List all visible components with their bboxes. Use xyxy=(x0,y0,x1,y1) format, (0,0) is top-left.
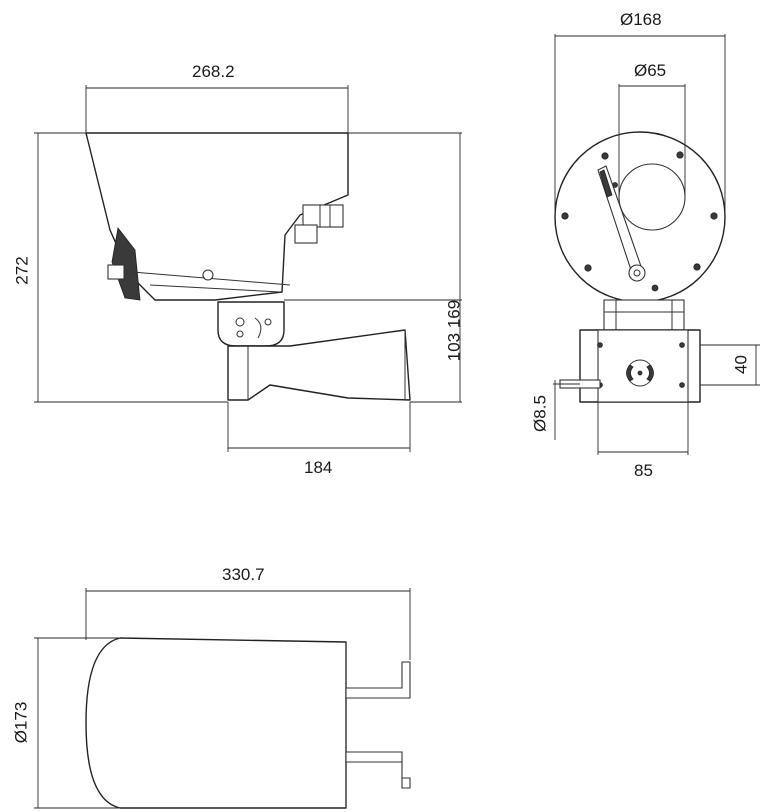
dim-window-diameter: Ø65 xyxy=(634,61,667,80)
window-circle xyxy=(618,163,686,231)
dim-bracket-height-pair: 103 169 xyxy=(444,299,464,362)
cable-gland-lower xyxy=(294,224,318,244)
front-view xyxy=(553,34,760,455)
dim-housing-length: 268.2 xyxy=(192,62,235,81)
mount-neck xyxy=(603,299,685,331)
cable-gland-upper xyxy=(302,204,344,228)
dim-housing-diameter: Ø168 xyxy=(620,10,662,29)
dim-overall-length: 330.7 xyxy=(222,565,265,584)
dim-bracket-height: 40 xyxy=(731,355,751,374)
front-wiper xyxy=(111,227,141,301)
top-bracket-lower xyxy=(345,751,411,789)
top-bracket-upper xyxy=(345,661,411,699)
tilt-joint xyxy=(217,301,285,347)
dim-bracket-length: 184 xyxy=(304,458,333,477)
dim-bracket-width: 85 xyxy=(634,461,653,480)
top-view xyxy=(34,588,411,809)
dim-body-diameter: Ø173 xyxy=(11,701,31,744)
dim-hole-diameter: Ø8.5 xyxy=(530,395,550,432)
top-body xyxy=(85,637,347,809)
housing-screw xyxy=(202,269,214,281)
wall-bracket xyxy=(227,329,411,401)
side-view xyxy=(34,85,462,452)
dim-overall-height: 272 xyxy=(12,256,32,285)
